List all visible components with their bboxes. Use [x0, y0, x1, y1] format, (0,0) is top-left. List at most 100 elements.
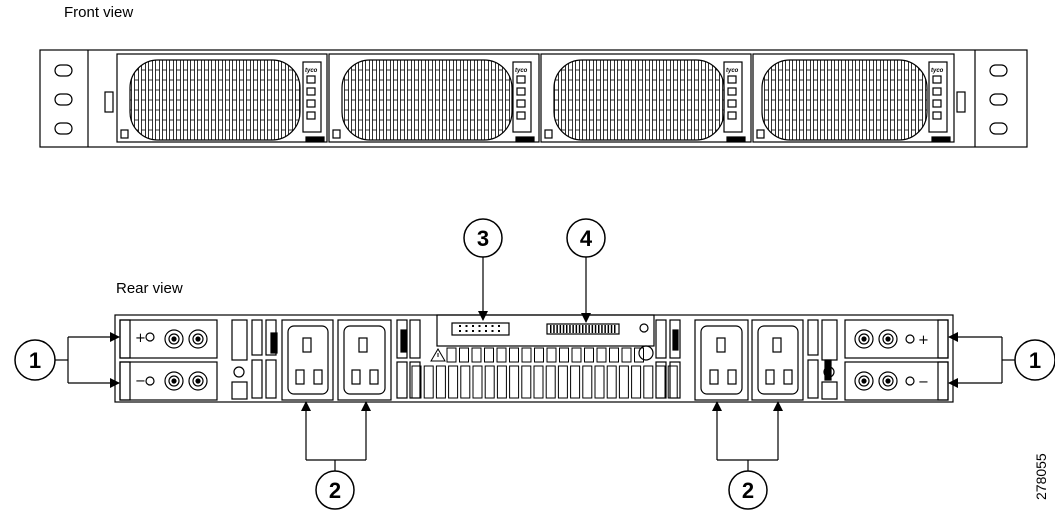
polarity-plus-right: +	[918, 333, 929, 348]
vent-slot	[571, 347, 582, 363]
rack-slot-icon	[54, 64, 73, 77]
vent-slots-row-1	[446, 347, 644, 363]
brand-logo: tyco	[726, 68, 739, 74]
connector-pin	[607, 325, 610, 333]
connector-pin	[465, 325, 468, 327]
callout-3: 3	[463, 218, 503, 321]
connector-pin	[562, 325, 565, 333]
front-panel	[39, 49, 1028, 148]
vent-slot	[509, 365, 520, 399]
connector-pin	[559, 325, 562, 333]
callout-2-right: 2	[712, 401, 783, 510]
connector-pin	[575, 325, 578, 333]
callout-4: 4	[566, 218, 606, 323]
vent-slot	[557, 365, 568, 399]
connector-pin	[498, 325, 500, 327]
ac-inlet-right-1	[694, 319, 749, 401]
connector-pin	[598, 325, 600, 333]
rack-slot-icon	[989, 93, 1008, 106]
brand-logo: tyco	[931, 68, 944, 74]
dc-input-right	[844, 319, 949, 401]
connector-pin	[459, 325, 461, 327]
vent-slot	[446, 347, 457, 363]
front-view-label: Front view	[64, 4, 134, 21]
front-module-3	[540, 53, 752, 143]
brand-logo: tyco	[305, 68, 318, 74]
svg-text:3: 3	[477, 226, 489, 251]
connector-pin	[585, 325, 587, 333]
connector-pin	[566, 325, 568, 333]
vent-slots-row-2	[411, 365, 678, 399]
vent-slot	[570, 365, 581, 399]
ac-inlet-left-2	[337, 319, 392, 401]
rack-slot-icon	[989, 122, 1008, 135]
vent-slot	[435, 365, 446, 399]
vent-slot	[471, 347, 482, 363]
vent-slot	[448, 365, 459, 399]
vent-slot	[459, 347, 469, 363]
vent-center	[396, 314, 681, 399]
warning-icon	[430, 348, 446, 362]
rack-slot-icon	[989, 64, 1008, 77]
svg-text:1: 1	[29, 348, 41, 373]
dc-input-left	[119, 319, 218, 401]
svg-text:1: 1	[1029, 348, 1041, 373]
vent-slot	[631, 365, 642, 399]
vent-right	[807, 319, 838, 400]
vent-slot	[509, 347, 519, 363]
ac-inlet-right-2	[751, 319, 804, 401]
vent-slot	[582, 365, 593, 399]
vent-slot	[643, 365, 654, 399]
connector-pin	[578, 325, 581, 333]
connector-pin	[553, 325, 555, 333]
rack-slot-icon	[54, 122, 73, 135]
vent-slot	[423, 365, 434, 399]
polarity-minus-left: −	[135, 374, 146, 389]
connector-pin	[472, 330, 474, 332]
front-module-4	[752, 53, 955, 143]
vent-slot	[621, 347, 632, 363]
vent-slot	[496, 365, 507, 399]
vent-slot	[634, 347, 644, 363]
connector-pin	[472, 325, 474, 327]
connector-pin	[459, 330, 461, 332]
connector-pin	[478, 325, 481, 327]
vent-slot	[655, 365, 666, 399]
connector-pin	[491, 325, 494, 327]
rear-view-label: Rear view	[116, 280, 183, 297]
vent-slot	[496, 347, 507, 363]
connector-pin	[550, 325, 552, 333]
svg-text:2: 2	[742, 478, 754, 503]
front-module-1	[116, 53, 328, 143]
connector-pin	[614, 325, 616, 333]
connector-pin	[591, 325, 594, 333]
connector-pin	[465, 330, 468, 332]
vent-slot	[609, 347, 619, 363]
vent-slot	[545, 365, 556, 399]
vent-slot	[559, 347, 569, 363]
vent-slot	[484, 365, 495, 399]
connector-pin	[588, 325, 590, 333]
connector-pin	[491, 330, 494, 332]
callout-1-left: 1	[14, 332, 120, 388]
connector-pin	[485, 330, 487, 332]
connector-pin	[610, 325, 613, 333]
vent-slot	[596, 347, 607, 363]
vent-slot	[618, 365, 629, 399]
connector-pin	[582, 325, 584, 333]
vent-slot	[521, 347, 532, 363]
vent-slot	[472, 365, 483, 399]
connector-pin	[604, 325, 606, 333]
connector-pins	[459, 325, 616, 333]
vent-slot	[460, 365, 471, 399]
callout-1-right: 1	[948, 332, 1055, 388]
connector-pin	[572, 325, 574, 333]
ac-inlet-left-1	[281, 319, 334, 401]
svg-text:4: 4	[580, 226, 593, 251]
vent-slot	[594, 365, 605, 399]
connector-pin	[556, 325, 558, 333]
vent-slot	[484, 347, 494, 363]
connector-pin	[569, 325, 571, 333]
callout-2-left: 2	[301, 401, 371, 510]
